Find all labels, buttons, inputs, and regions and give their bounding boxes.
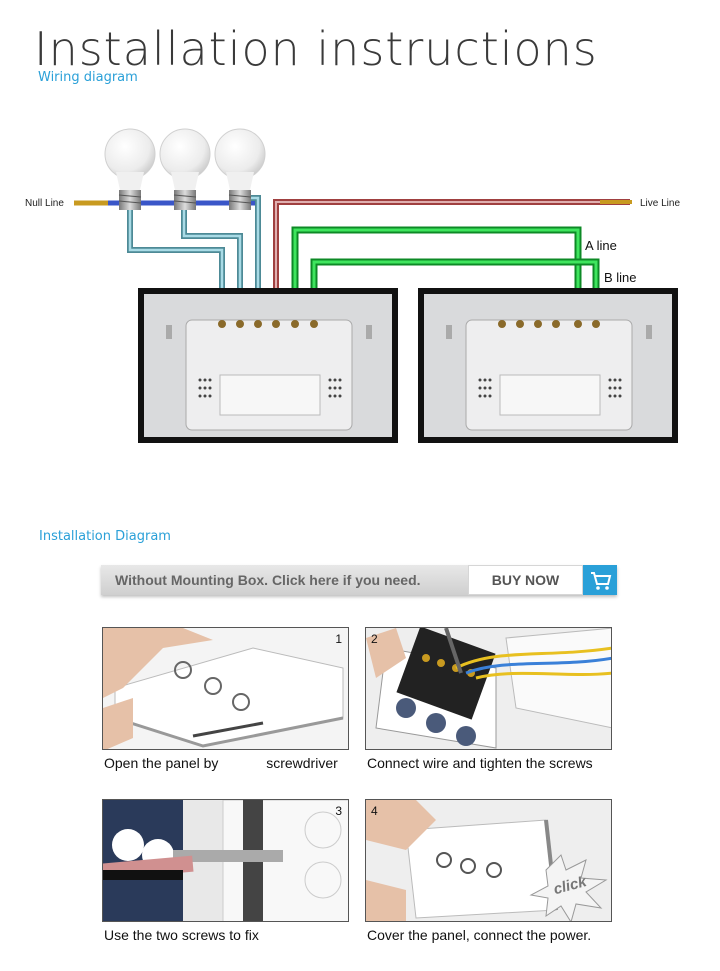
step-3-photo: 3: [102, 799, 349, 922]
step-4-caption: Cover the panel, connect the power.: [367, 927, 592, 943]
switch-module-right: [418, 288, 678, 443]
b-line-label: B line: [604, 270, 637, 285]
step-3-caption: Use the two screws to fix: [104, 927, 259, 943]
banner-text[interactable]: Without Mounting Box. Click here if you …: [115, 572, 421, 588]
mounting-box-banner[interactable]: Without Mounting Box. Click here if you …: [101, 565, 617, 595]
lamp2-wire-inner: [182, 210, 242, 320]
step-4-number: 4: [371, 804, 378, 818]
a-line-label: A line: [585, 238, 617, 253]
live-line-highlight: [275, 201, 630, 300]
step-1-caption: Open the panel by screwdriver: [104, 755, 338, 771]
switch-module-left: [138, 288, 398, 443]
step-1-photo: 1: [102, 627, 349, 750]
step-2-photo: 2: [365, 627, 612, 750]
live-line-label: Live Line: [640, 198, 680, 209]
step-4-photo: click 4: [365, 799, 612, 922]
light-bulb-icon: [159, 128, 211, 210]
step-1-caption-b: screwdriver: [266, 755, 338, 771]
step-3-number: 3: [335, 804, 342, 818]
cart-icon[interactable]: [583, 565, 617, 595]
a-line-wire-inner: [293, 228, 580, 320]
wiring-diagram-label: Wiring diagram: [38, 70, 138, 85]
page-title: Installation instructions: [34, 22, 598, 76]
installation-diagram-label: Installation Diagram: [39, 529, 171, 544]
null-line-label: Null Line: [25, 198, 64, 209]
light-bulb-icon: [104, 128, 156, 210]
buy-now-button[interactable]: BUY NOW: [468, 565, 583, 595]
step-2-number: 2: [371, 632, 378, 646]
step-1-number: 1: [335, 632, 342, 646]
step-2-caption: Connect wire and tighten the screws: [367, 755, 593, 771]
step-1-caption-a: Open the panel by: [104, 755, 219, 771]
wiring-diagram: Null Line Live Line A line B line: [25, 128, 680, 443]
lamp1-wire-inner: [128, 210, 224, 320]
light-bulb-icon: [214, 128, 266, 210]
